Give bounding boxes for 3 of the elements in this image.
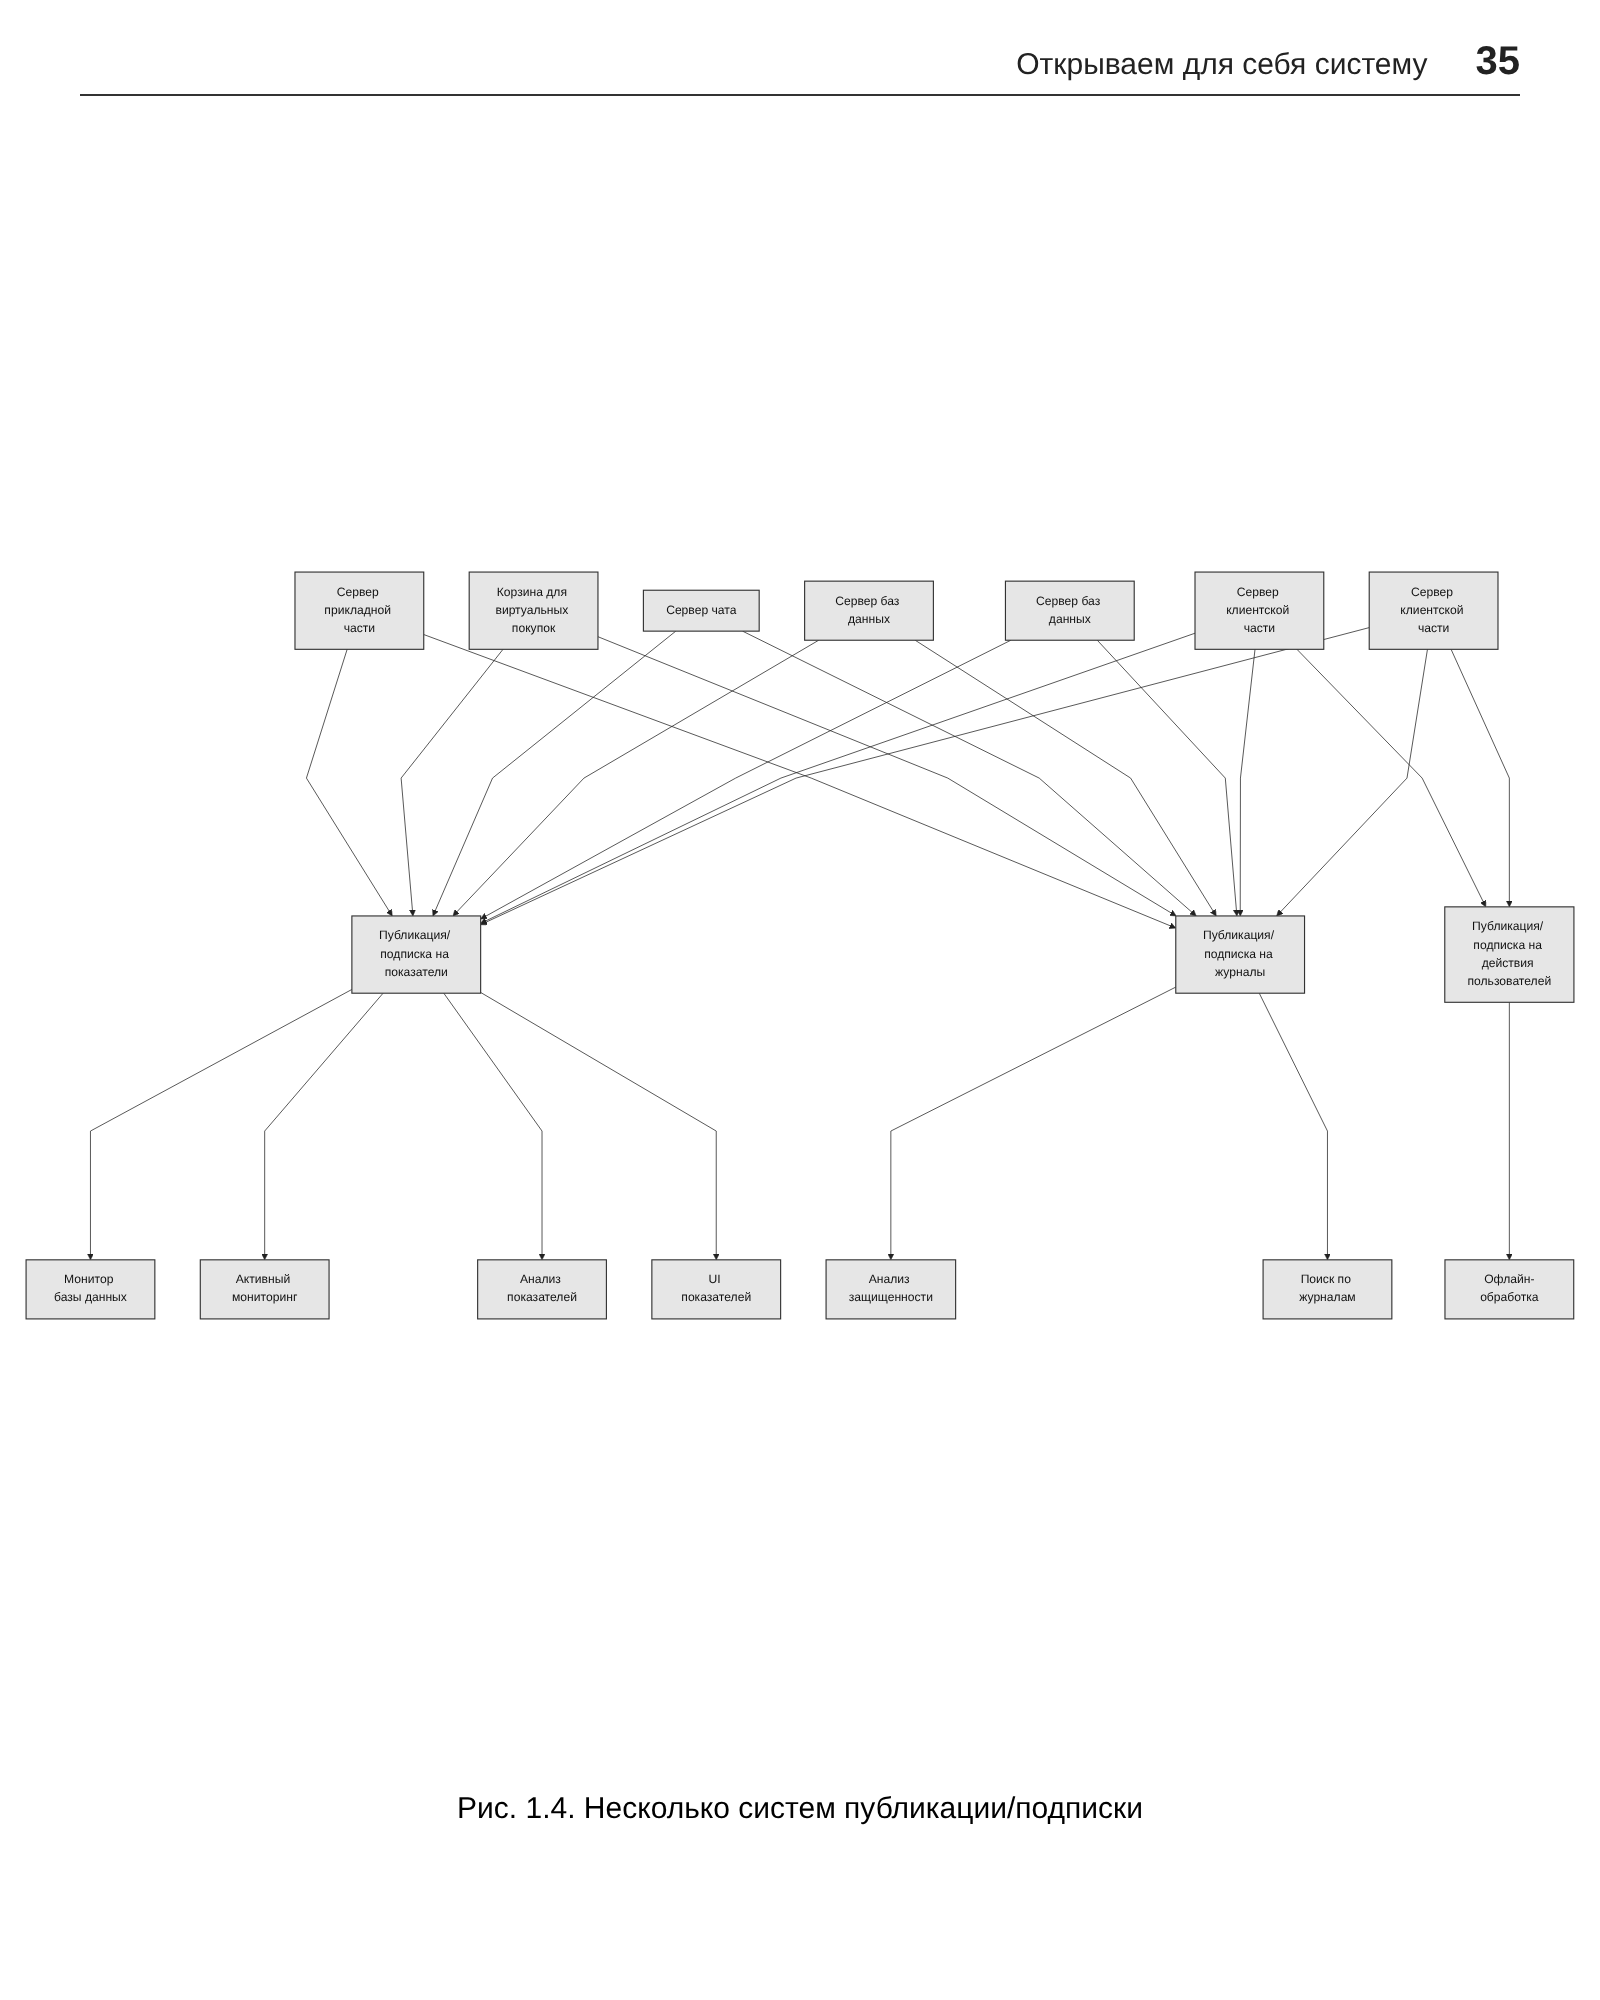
figure-caption: Рис. 1.4. Несколько систем публикации/подписки: [455, 1792, 1145, 1826]
page-number: 35: [1475, 40, 1520, 86]
running-header: Открываем для себя систему: [1016, 48, 1428, 82]
